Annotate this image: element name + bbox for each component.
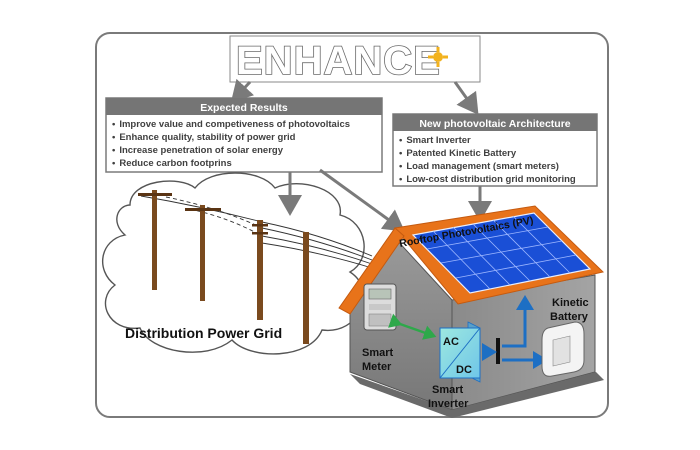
dc-label: DC xyxy=(456,364,472,376)
battery-label-line1: Kinetic xyxy=(552,297,589,309)
sun-logo-icon xyxy=(428,47,448,67)
ac-label: AC xyxy=(443,336,459,348)
smart-meter xyxy=(363,283,397,331)
svg-text:•Enhance quality, stability of: •Enhance quality, stability of power gri… xyxy=(112,132,296,143)
architecture-title: New photovoltaic Architecture xyxy=(419,118,570,130)
meter-inverter-link xyxy=(388,313,437,340)
svg-text:•Low-cost distribution grid mo: •Low-cost distribution grid monitoring xyxy=(399,174,576,185)
architecture-item: Patented Kinetic Battery xyxy=(406,148,517,159)
arrow-results-to-house xyxy=(319,168,405,232)
logo-title: ENHANCE xyxy=(236,39,441,83)
svg-text:•Increase penetration of solar: •Increase penetration of solar energy xyxy=(112,145,284,156)
solar-panel xyxy=(411,212,592,294)
enhance-logo: ENHANCE xyxy=(229,35,481,84)
result-item: Improve value and competiveness of photo… xyxy=(119,119,350,130)
expected-results-box: Expected Results •Improve value and comp… xyxy=(105,97,383,173)
svg-text:•Smart Inverter: •Smart Inverter xyxy=(399,135,471,146)
kinetic-battery xyxy=(541,321,585,377)
result-item: Reduce carbon footprins xyxy=(119,158,231,169)
arrow-logo-to-results xyxy=(230,78,255,103)
utility-pole xyxy=(185,205,221,301)
architecture-item: Load management (smart meters) xyxy=(406,161,559,172)
smart-inverter xyxy=(439,321,481,383)
utility-pole xyxy=(303,232,309,344)
grid-label: Distribution Power Grid xyxy=(125,325,282,341)
architecture-box: New photovoltaic Architecture •Smart Inv… xyxy=(392,113,598,187)
svg-text:•Load management (smart meters: •Load management (smart meters) xyxy=(399,161,559,172)
utility-pole xyxy=(252,220,268,320)
expected-results-title: Expected Results xyxy=(200,102,288,114)
meter-label-line1: Smart xyxy=(362,347,394,359)
inverter-label-line2: Inverter xyxy=(428,398,469,410)
architecture-item: Smart Inverter xyxy=(406,135,471,146)
meter-label-line2: Meter xyxy=(362,361,392,373)
architecture-item: Low-cost distribution grid monitoring xyxy=(406,174,576,185)
grid-cloud xyxy=(102,172,365,355)
svg-text:•Reduce carbon footprins: •Reduce carbon footprins xyxy=(112,158,232,169)
result-item: Enhance quality, stability of power grid xyxy=(119,132,295,143)
arrow-logo-to-architecture xyxy=(453,81,479,115)
svg-text:•Improve value and competivene: •Improve value and competiveness of phot… xyxy=(112,119,350,130)
battery-label-line2: Battery xyxy=(550,311,589,323)
dc-connections xyxy=(482,295,548,369)
result-item: Increase penetration of solar energy xyxy=(119,145,283,156)
svg-text:•Patented Kinetic Battery: •Patented Kinetic Battery xyxy=(399,148,517,159)
utility-pole xyxy=(138,190,172,290)
inverter-label-line1: Smart xyxy=(432,384,464,396)
